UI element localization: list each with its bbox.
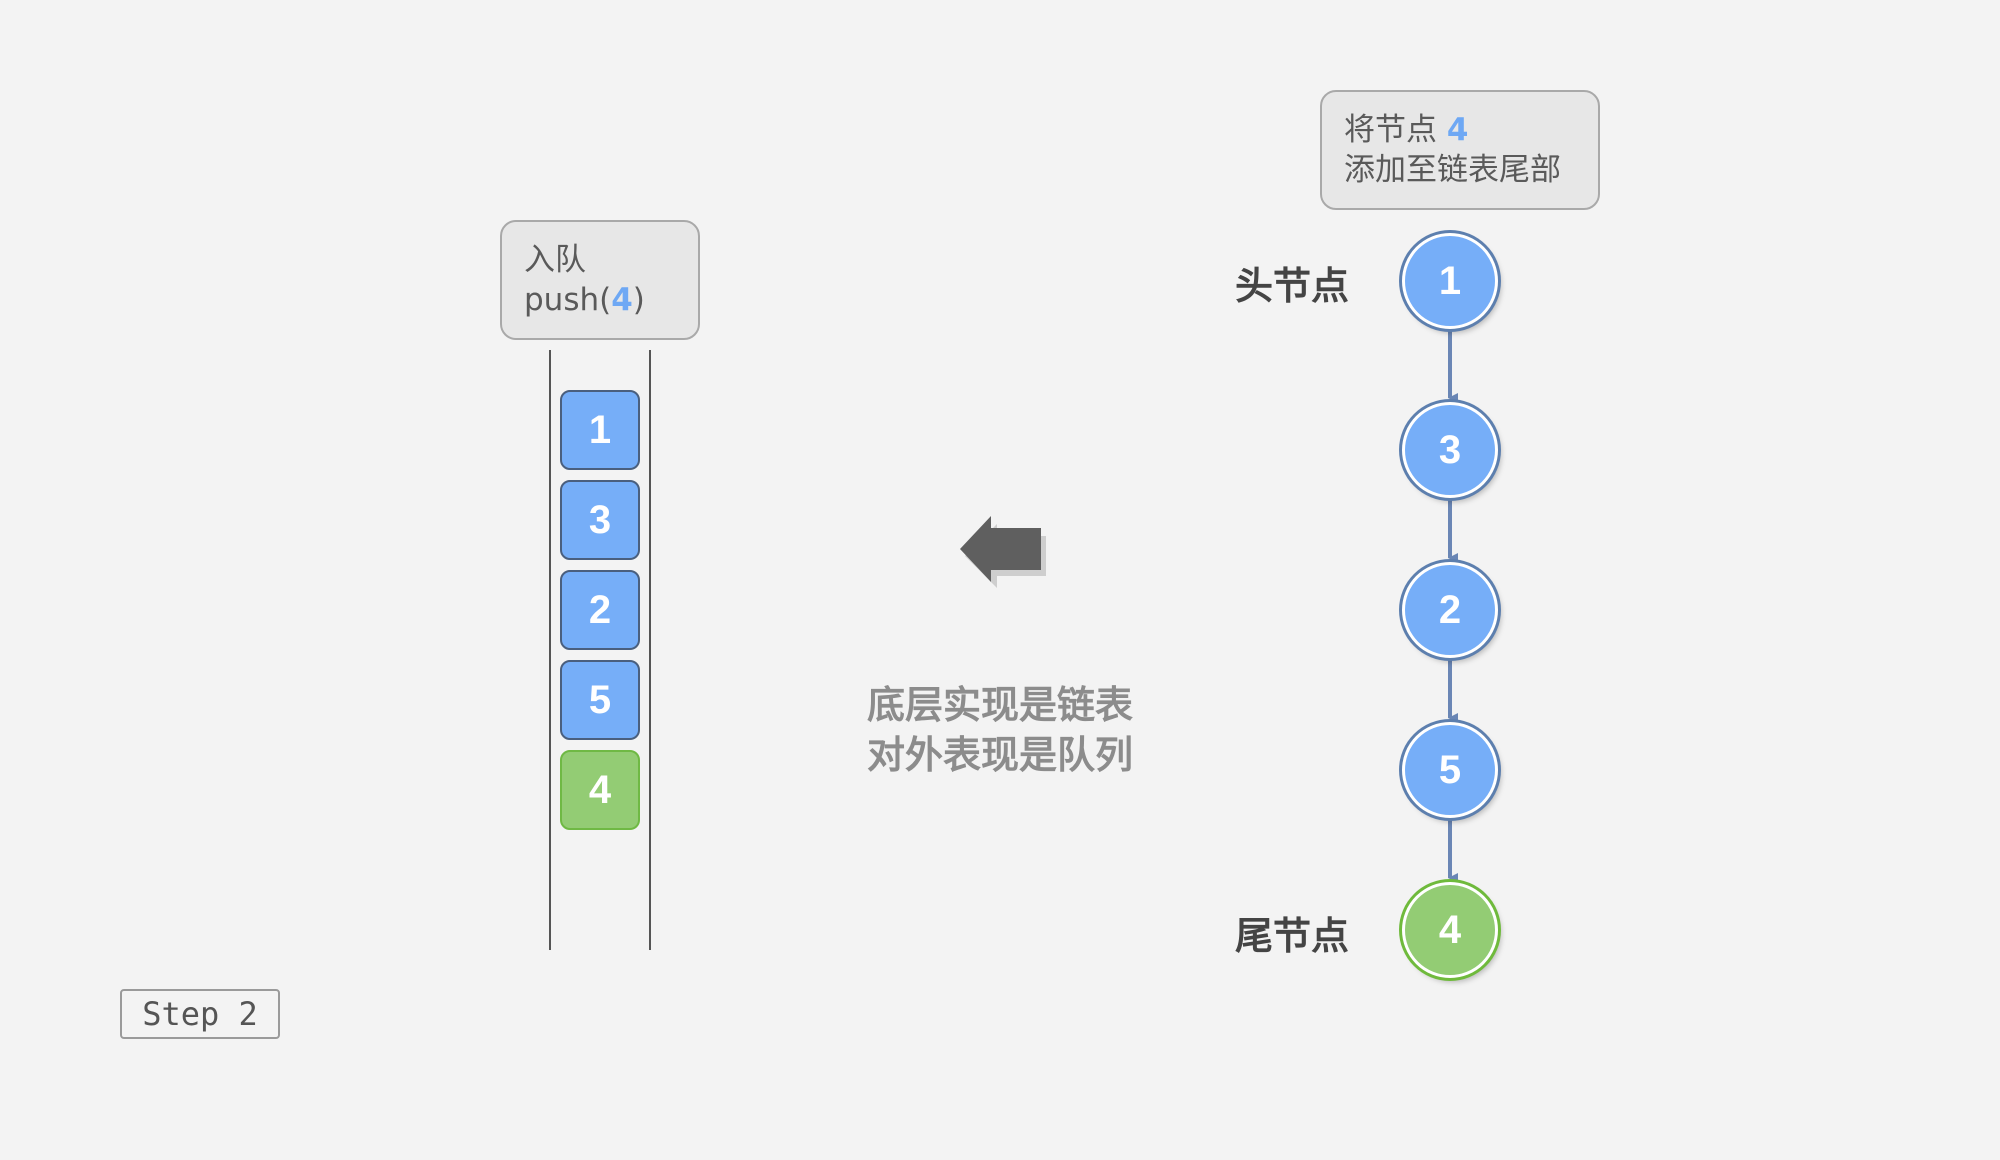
push-close-text: ) bbox=[632, 282, 645, 318]
list-node: 2 bbox=[1402, 562, 1498, 658]
queue-item-new: 4 bbox=[560, 750, 640, 830]
queue-item: 3 bbox=[560, 480, 640, 560]
queue-left-wall bbox=[549, 350, 551, 950]
left-arrow-icon bbox=[960, 516, 1046, 588]
append-prefix: 将节点 bbox=[1344, 112, 1447, 148]
queue-right-wall bbox=[649, 350, 651, 950]
center-caption-line2: 对外表现是队列 bbox=[866, 733, 1133, 777]
center-caption: 底层实现是链表 对外表现是队列 bbox=[820, 680, 1180, 780]
list-node: 3 bbox=[1402, 402, 1498, 498]
enqueue-callout: 入队 push(4) bbox=[500, 220, 700, 340]
queue-item: 5 bbox=[560, 660, 640, 740]
list-node-new: 4 bbox=[1402, 882, 1498, 978]
tail-node-label: 尾节点 bbox=[1235, 914, 1350, 958]
center-caption-line1: 底层实现是链表 bbox=[866, 683, 1133, 727]
push-value: 4 bbox=[611, 282, 633, 318]
head-node-label: 头节点 bbox=[1235, 264, 1350, 308]
queue-item: 1 bbox=[560, 390, 640, 470]
append-callout: 将节点 4 添加至链表尾部 bbox=[1320, 90, 1600, 210]
list-node: 5 bbox=[1402, 722, 1498, 818]
enqueue-title: 入队 bbox=[524, 242, 586, 278]
step-badge: Step 2 bbox=[120, 989, 280, 1039]
list-node: 1 bbox=[1402, 233, 1498, 329]
push-call: push(4) bbox=[524, 280, 676, 320]
append-value: 4 bbox=[1446, 112, 1469, 148]
append-callout-line1: 将节点 4 bbox=[1344, 110, 1576, 150]
push-op-text: push( bbox=[524, 282, 612, 318]
queue-item: 2 bbox=[560, 570, 640, 650]
append-callout-line2: 添加至链表尾部 bbox=[1344, 152, 1561, 188]
